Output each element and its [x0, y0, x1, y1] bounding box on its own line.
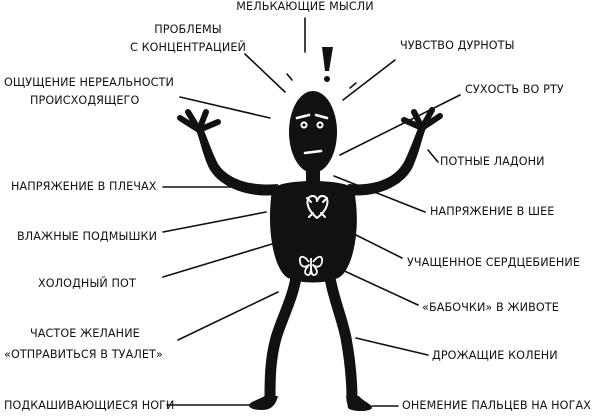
figure-face — [295, 113, 329, 155]
label-nausea: ЧУВСТВО ДУРНОТЫ — [400, 39, 515, 52]
label-butterflies: «БАБОЧКИ» В ЖИВОТЕ — [422, 301, 559, 314]
figure-feet — [249, 396, 372, 411]
figure-head — [289, 91, 337, 173]
label-toilet-line1: ЧАСТОЕ ЖЕЛАНИЕ — [30, 327, 140, 340]
figure-left-leg — [264, 272, 302, 406]
label-cold-sweat: ХОЛОДНЫЙ ПОТ — [38, 277, 136, 290]
line-toilet — [177, 291, 279, 341]
line-concentration — [244, 53, 286, 93]
figure-right-leg — [324, 272, 358, 406]
line-dry-mouth — [339, 94, 461, 156]
line-butterflies — [337, 267, 419, 306]
figure-hands — [177, 107, 443, 133]
label-unreality-line2: ПРОИСХОДЯЩЕГО — [30, 94, 140, 107]
label-sweaty-palms: ПОТНЫЕ ЛАДОНИ — [440, 155, 545, 168]
label-wet-armpits: ВЛАЖНЫЕ ПОДМЫШКИ — [17, 230, 158, 243]
label-trembling-knees: ДРОЖАЩИЕ КОЛЕНИ — [432, 349, 558, 362]
line-sweaty-palms — [427, 149, 439, 163]
figure-legs — [264, 272, 358, 406]
exclamation-icon — [322, 47, 333, 82]
label-rapid-heartbeat: УЧАЩЕННОЕ СЕРДЦЕБИЕНИЕ — [407, 256, 580, 269]
label-concentration-line1: ПРОБЛЕМЫ — [154, 23, 222, 36]
label-shoulder-tension: НАПРЯЖЕНИЕ В ПЛЕЧАХ — [11, 180, 157, 193]
line-wet-armpits — [162, 211, 267, 233]
line-trembling-knees — [355, 337, 429, 356]
pointer-lines — [162, 17, 461, 407]
figure-left-arm — [196, 128, 278, 196]
line-unreality — [179, 96, 271, 119]
line-neck-tension — [333, 175, 426, 213]
label-unreality-line1: ОЩУЩЕНИЕ НЕРЕАЛЬНОСТИ — [4, 76, 174, 89]
surprise-rays — [286, 73, 357, 89]
label-concentration-line2: С КОНЦЕНТРАЦИЕЙ — [130, 41, 246, 54]
label-toe-numbness: ОНЕМЕНИЕ ПАЛЬЦЕВ НА НОГАХ — [402, 399, 592, 412]
line-cold-sweat — [162, 243, 273, 278]
heart-icon — [306, 195, 329, 219]
figure-right-arm — [348, 126, 426, 196]
butterfly-icon — [298, 255, 324, 276]
label-toilet-line2: «ОТПРАВИТЬСЯ В ТУАЛЕТ» — [4, 348, 163, 361]
label-legs-giving-way: ПОДКАШИВАЮЩИЕСЯ НОГИ — [4, 399, 175, 412]
label-neck-tension: НАПРЯЖЕНИЕ В ШЕЕ — [430, 205, 555, 218]
stick-figure — [196, 91, 426, 283]
label-flickering-thoughts: МЕЛЬКАЮЩИЕ МЫСЛИ — [236, 0, 374, 13]
figure-torso — [269, 181, 357, 283]
line-nausea — [342, 59, 396, 101]
label-dry-mouth: СУХОСТЬ ВО РТУ — [465, 83, 564, 96]
